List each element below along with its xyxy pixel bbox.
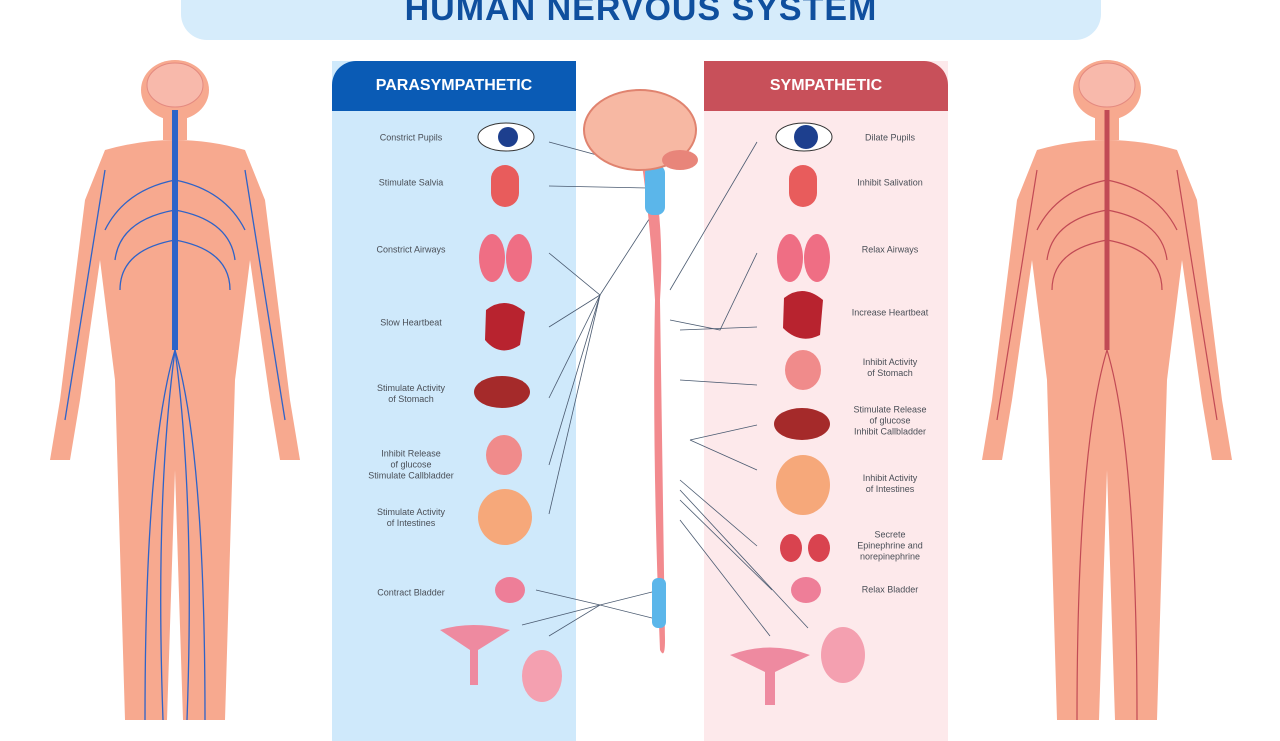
sympathetic-label: Relax Airways xyxy=(861,244,919,255)
parasympathetic-label: Inhibit Release of glucose Stimulate Cal… xyxy=(368,448,454,481)
sympathetic-label: Increase Heartbeat xyxy=(851,307,929,318)
stomach-icon xyxy=(486,435,522,475)
connector-lines xyxy=(521,141,809,637)
stomach-icon xyxy=(785,350,821,390)
tongue-icon xyxy=(789,165,817,207)
sympathetic-label: Stimulate Release of glucose Inhibit Cal… xyxy=(853,404,927,437)
parasympathetic-label: Constrict Pupils xyxy=(379,132,443,143)
liver-icon xyxy=(474,376,530,408)
uterus-icon xyxy=(440,625,510,685)
lungs-icon xyxy=(777,234,803,282)
parasympathetic-label: Stimulate Activity of Intestines xyxy=(376,507,446,528)
kidneys-icon xyxy=(780,534,802,562)
parasympathetic-label: Slow Heartbeat xyxy=(380,317,442,328)
parasympathetic-label: Contract Bladder xyxy=(377,587,445,598)
heart-icon xyxy=(485,302,525,351)
liver-icon xyxy=(774,408,830,440)
male-reproductive-icon xyxy=(522,650,562,702)
sympathetic-label: Inhibit Activity of Stomach xyxy=(862,357,918,378)
parasympathetic-label: Constrict Airways xyxy=(376,244,446,255)
title-banner: HUMAN NERVOUS SYSTEM xyxy=(181,0,1101,40)
sympathetic-organ-icons xyxy=(730,122,865,705)
parasympathetic-organ-icons xyxy=(440,122,562,702)
male-reproductive-icon xyxy=(821,627,865,683)
intestines-icon xyxy=(776,455,830,515)
sympathetic-label: Relax Bladder xyxy=(861,584,919,595)
sympathetic-label: Inhibit Activity of Intestines xyxy=(862,473,918,494)
right-body-figure xyxy=(982,60,1232,720)
intestines-icon xyxy=(478,489,532,545)
sympathetic-label: Inhibit Salivation xyxy=(857,177,923,188)
sympathetic-heading: SYMPATHETIC xyxy=(704,61,948,111)
sympathetic-label: Dilate Pupils xyxy=(864,132,916,143)
sympathetic-label: Secrete Epinephrine and norepinephrine xyxy=(857,529,923,562)
parasympathetic-heading: PARASYMPATHETIC xyxy=(332,61,576,111)
uterus-icon xyxy=(730,647,810,705)
left-body-figure xyxy=(50,60,300,720)
bladder-icon xyxy=(495,577,525,603)
parasympathetic-label: Stimulate Salvia xyxy=(378,177,444,188)
page-title: HUMAN NERVOUS SYSTEM xyxy=(404,0,878,28)
brain-icon xyxy=(583,89,698,171)
parasympathetic-label: Stimulate Activity of Stomach xyxy=(376,383,446,404)
bladder-icon xyxy=(791,577,821,603)
heart-icon xyxy=(783,290,823,339)
spinal-cord xyxy=(642,160,666,654)
tongue-icon xyxy=(491,165,519,207)
nervous-system-illustration xyxy=(50,60,1232,720)
sympathetic-panel xyxy=(704,61,948,741)
lungs-icon xyxy=(479,234,505,282)
